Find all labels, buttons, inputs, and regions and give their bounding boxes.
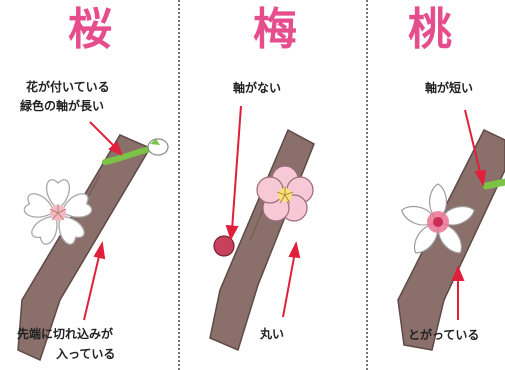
panel-sakura: 桜 花が付いている 緑色の軸が長い 先端に切れ込みが 入っている	[0, 0, 178, 370]
sakura-title: 桜	[68, 4, 112, 55]
sakura-label-2: 緑色の軸が長い	[20, 99, 105, 113]
momo-illustration	[397, 109, 505, 351]
ume-bud	[213, 235, 235, 257]
ume-arrow-petal	[282, 241, 301, 318]
momo-flower	[401, 183, 475, 254]
panel-momo: 桃 軸が短い とがっている	[368, 0, 505, 370]
sakura-arrow-petal	[83, 241, 106, 321]
sakura-flower	[23, 179, 93, 245]
panel-ume: 梅 軸がない 丸い	[180, 0, 366, 370]
sakura-bud	[147, 138, 169, 156]
ume-label-2: 丸い	[260, 327, 285, 341]
divider-1	[178, 0, 180, 370]
ume-title: 梅	[253, 4, 297, 55]
sakura-illustration	[17, 121, 169, 362]
sakura-label-3: 先端に切れ込みが	[17, 327, 114, 341]
sakura-branch	[17, 134, 152, 362]
momo-title: 桃	[408, 4, 452, 55]
ume-arrow-bud	[225, 105, 242, 241]
sakura-label-1: 花が付いている	[26, 80, 110, 94]
ume-label-1: 軸がない	[233, 81, 282, 95]
ume-illustration	[209, 105, 315, 352]
momo-arrow-petal	[451, 265, 465, 320]
momo-label-2: とがっている	[408, 328, 480, 342]
sakura-arrow-stem	[89, 121, 123, 156]
divider-2	[366, 0, 368, 370]
momo-arrow-stem	[464, 109, 487, 187]
sakura-label-4: 入っている	[56, 347, 116, 361]
momo-label-1: 軸が短い	[425, 81, 474, 95]
momo-stem	[482, 178, 505, 190]
ume-flower	[256, 165, 314, 222]
